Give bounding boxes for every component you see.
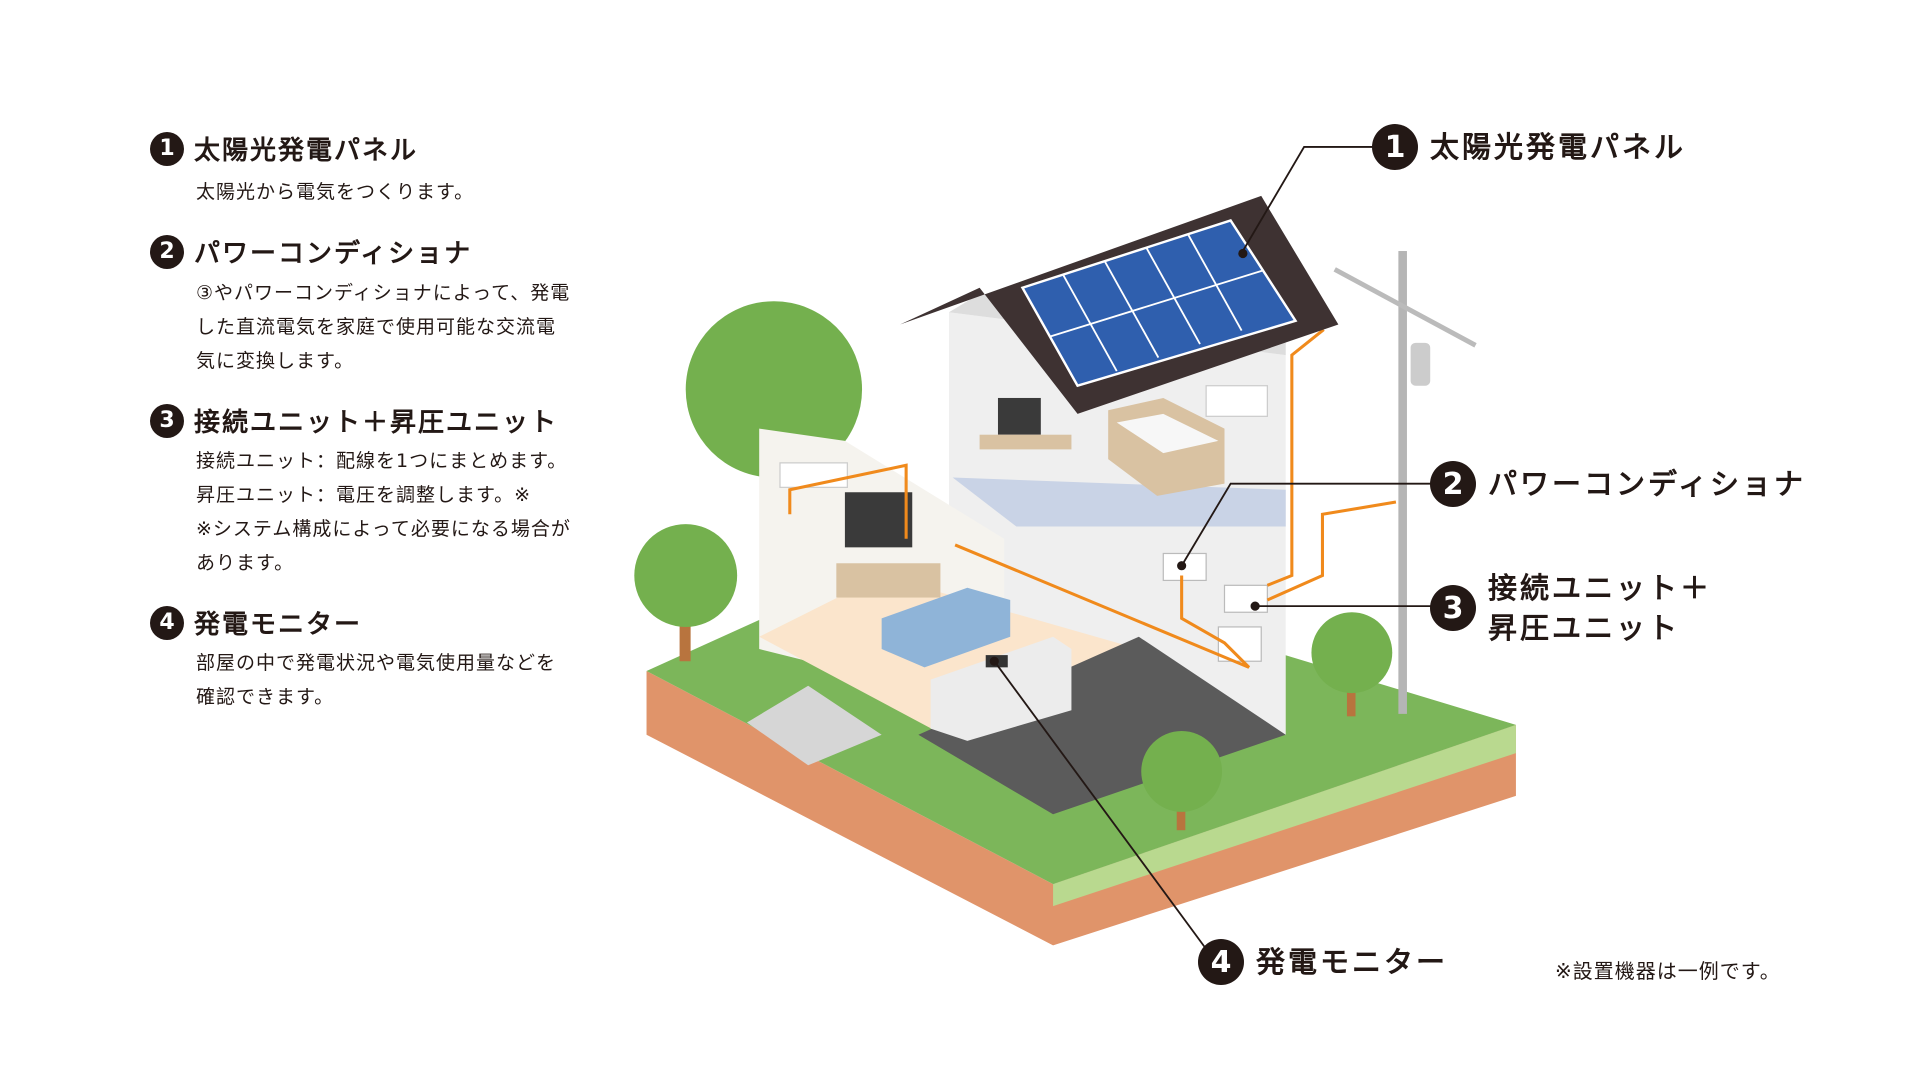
tree (1311, 612, 1393, 717)
number-badge: 4 (1198, 939, 1244, 985)
tree (634, 524, 738, 662)
number-badge: 3 (1430, 585, 1476, 631)
number-badge: 2 (1430, 461, 1476, 507)
tree (1141, 731, 1223, 831)
legend-desc-1: 太陽光から電気をつくります。 (196, 181, 475, 203)
legend-title: 接続ユニット＋昇圧ユニット (194, 408, 559, 438)
utility-pole (1333, 251, 1477, 714)
number-badge: 2 (150, 234, 184, 269)
number-badge: 1 (150, 131, 184, 166)
legend-heading-1: 1 太陽光発電パネル (150, 130, 418, 167)
legend-desc-4: 部屋の中で発電状況や電気使用量などを 確認できます。 (196, 652, 557, 708)
callout-2: 2 パワーコンディショナ (1430, 461, 1806, 507)
callout-label: 発電モニター (1256, 945, 1449, 979)
legend-title: 太陽光発電パネル (194, 136, 419, 166)
legend-desc-3: 接続ユニット：配線を1つにまとめます。 昇圧ユニット：電圧を調整します。※ ※シ… (196, 450, 571, 574)
legend-title: 発電モニター (194, 610, 363, 640)
legend-heading-4: 4 発電モニター (150, 604, 362, 641)
footnote: ※設置機器は一例です。 (1555, 959, 1781, 983)
callout-label: パワーコンディショナ (1488, 467, 1806, 501)
number-badge: 4 (150, 605, 184, 640)
legend-heading-2: 2 パワーコンディショナ (150, 233, 472, 270)
callout-label: 接続ユニット＋ 昇圧ユニット (1488, 571, 1713, 645)
number-badge: 3 (150, 403, 184, 438)
callout-label: 太陽光発電パネル (1430, 130, 1687, 164)
legend-desc-2: ③やパワーコンディショナによって、発電 した直流電気を家庭で使用可能な交流電 気… (196, 282, 571, 372)
leader-lines (989, 146, 1433, 950)
callout-3: 3 接続ユニット＋ 昇圧ユニット (1430, 568, 1712, 648)
legend-heading-3: 3 接続ユニット＋昇圧ユニット (150, 402, 558, 439)
callout-4: 4 発電モニター (1198, 939, 1448, 985)
legend-title: パワーコンディショナ (194, 239, 473, 269)
number-badge: 1 (1372, 124, 1418, 170)
callout-1: 1 太陽光発電パネル (1372, 124, 1686, 170)
